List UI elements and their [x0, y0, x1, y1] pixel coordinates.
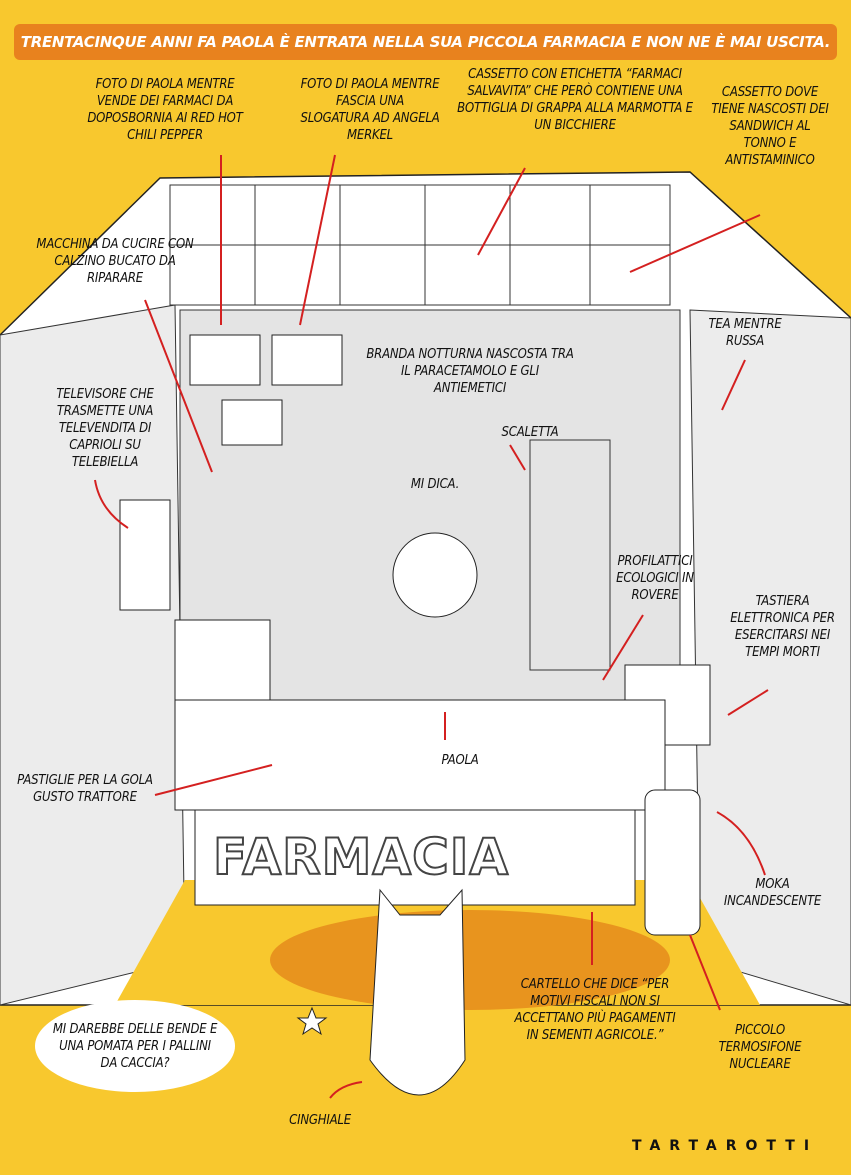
television	[119, 499, 171, 611]
boar	[369, 888, 466, 1096]
label-mi-dica: MI DICA.	[410, 477, 460, 492]
label-scaletta: SCALETTA	[501, 425, 559, 440]
artist-signature: TARTAROTTI	[632, 1138, 819, 1154]
photo-frame-2	[271, 334, 343, 386]
photo-frame-1	[189, 334, 261, 386]
label-televisore: TELEVISORE CHE TRASMETTE UNA TELEVENDITA…	[56, 387, 154, 470]
label-paola: PAOLA	[441, 753, 479, 768]
label-profilattici: PROFILATTICI ECOLOGICI IN ROVERE	[616, 554, 694, 603]
title-banner: TRENTACINQUE ANNI FA PAOLA È ENTRATA NEL…	[14, 24, 837, 60]
label-termosifone: PICCOLO TERMOSIFONE NUCLEARE	[718, 1023, 802, 1072]
paola-head	[392, 532, 478, 618]
computer-monitor	[174, 619, 271, 711]
counter	[194, 809, 636, 906]
photo-frame-3	[221, 399, 283, 446]
speech-text: MI DAREBBE DELLE BENDE E UNA POMATA PER …	[52, 1021, 218, 1071]
label-cinghiale: CINGHIALE	[289, 1113, 351, 1128]
label-foto-merkel: FOTO DI PAOLA MENTRE FASCIA UNA SLOGATUR…	[300, 77, 440, 143]
label-moka: MOKA INCANDESCENTE	[723, 877, 822, 909]
label-cassetto-salvavita: CASSETTO CON ETICHETTA “FARMACI SALVAVIT…	[457, 67, 693, 133]
ladder	[529, 439, 611, 671]
red-arrows	[94, 154, 769, 1099]
label-foto-chili: FOTO DI PAOLA MENTRE VENDE DEI FARMACI D…	[87, 77, 243, 143]
label-pastiglie: PASTIGLIE PER LA GOLA GUSTO TRATTORE	[17, 773, 153, 805]
radiator	[644, 789, 701, 936]
label-tastiera: TASTIERA ELETTRONICA PER ESERCITARSI NEI…	[730, 594, 835, 660]
label-cartello: CARTELLO CHE DICE “PER MOTIVI FISCALI NO…	[514, 977, 676, 1043]
counter-sign: FARMACIA	[212, 827, 510, 887]
star	[296, 1006, 328, 1036]
drawers	[169, 184, 671, 306]
label-tea: TEA MENTRE RUSSA	[708, 317, 782, 349]
label-macchina: MACCHINA DA CUCIRE CON CALZINO BUCATO DA…	[36, 237, 194, 286]
label-cassetto-sandwich: CASSETTO DOVE TIENE NASCOSTI DEI SANDWIC…	[711, 85, 829, 168]
floor-shadow	[270, 910, 670, 1010]
speech-bubble: MI DAREBBE DELLE BENDE E UNA POMATA PER …	[35, 1000, 235, 1092]
label-branda: BRANDA NOTTURNA NASCOSTA TRA IL PARACETA…	[366, 347, 574, 396]
counter-top	[174, 699, 666, 811]
